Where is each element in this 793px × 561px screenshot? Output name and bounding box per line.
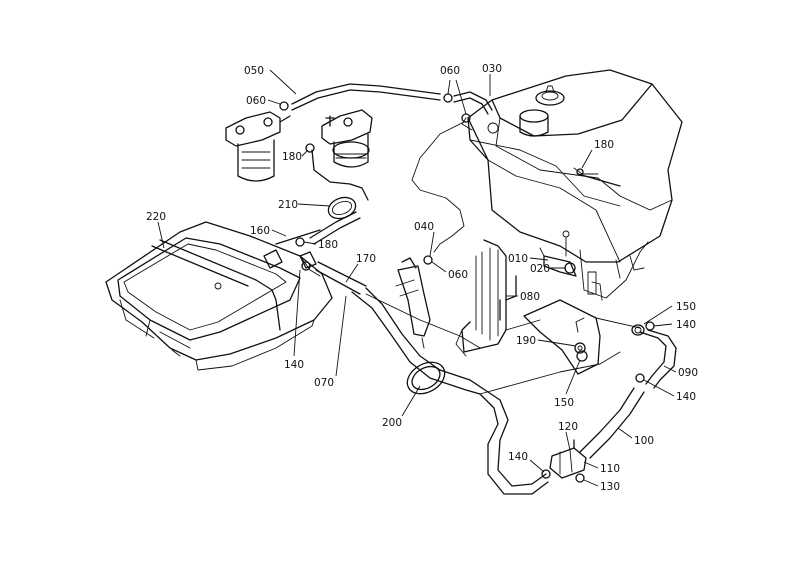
callout-180: 180 — [318, 239, 338, 251]
callout-140: 140 — [676, 319, 696, 331]
callout-labels: 050 060 060 030 180 180 210 220 160 180 … — [146, 63, 698, 493]
callout-060: 060 — [246, 95, 266, 107]
callout-130: 130 — [600, 481, 620, 493]
callout-160: 160 — [250, 225, 270, 237]
fuel-lines — [275, 83, 677, 495]
callout-030: 030 — [482, 63, 502, 75]
hose-clamps — [263, 93, 655, 479]
fuel-joint — [549, 439, 587, 483]
leader-lines — [157, 69, 677, 487]
callout-060: 060 — [440, 65, 460, 77]
callout-050: 050 — [244, 65, 264, 77]
engine-outline — [455, 239, 517, 357]
callout-010: 010 — [508, 253, 528, 265]
callout-210: 210 — [278, 199, 298, 211]
callout-140: 140 — [508, 451, 528, 463]
callout-080: 080 — [520, 291, 540, 303]
radiator-assembly — [105, 221, 333, 371]
callout-180: 180 — [282, 151, 302, 163]
callout-100: 100 — [634, 435, 654, 447]
callout-140: 140 — [284, 359, 304, 371]
callout-120: 120 — [558, 421, 578, 433]
callout-150: 150 — [554, 397, 574, 409]
callout-200: 200 — [382, 417, 402, 429]
callout-150: 150 — [676, 301, 696, 313]
callout-170: 170 — [356, 253, 376, 265]
injection-nozzle — [395, 257, 431, 349]
callout-140: 140 — [676, 391, 696, 403]
callout-060: 060 — [448, 269, 468, 281]
callout-180: 180 — [594, 139, 614, 151]
fuel-tank — [461, 69, 683, 301]
callout-190: 190 — [516, 335, 536, 347]
callout-090: 090 — [678, 367, 698, 379]
fuel-filter-right — [321, 109, 373, 168]
callout-040: 040 — [414, 221, 434, 233]
fuel-filter-left — [225, 111, 291, 182]
callout-110: 110 — [600, 463, 620, 475]
callout-070: 070 — [314, 377, 334, 389]
callout-220: 220 — [146, 211, 166, 223]
callout-020: 020 — [530, 263, 550, 275]
